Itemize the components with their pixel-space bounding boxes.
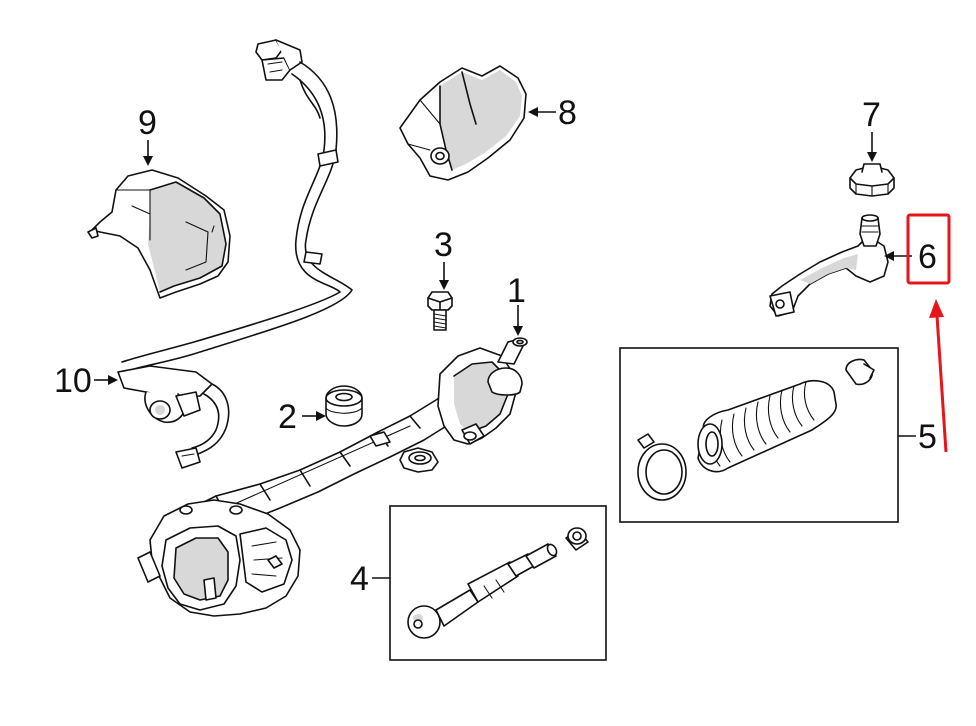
highlight-arrow-shaft xyxy=(935,315,948,453)
highlight-arrow-head xyxy=(929,299,944,318)
callout-4: 4 xyxy=(350,560,369,598)
part-7-nut xyxy=(849,163,895,197)
part-9-heat-shield xyxy=(87,169,231,299)
callout-9: 9 xyxy=(138,104,157,142)
part-8-shield-bracket xyxy=(399,65,527,181)
callout-7: 7 xyxy=(862,96,881,134)
part-2-bushing xyxy=(325,385,363,427)
callout-5: 5 xyxy=(918,418,937,456)
part-6-tie-rod-end xyxy=(769,214,889,317)
part-10-wiring-harness xyxy=(117,39,353,469)
callout-1: 1 xyxy=(507,272,526,310)
callout-2: 2 xyxy=(278,398,297,436)
part-4-box xyxy=(389,505,607,661)
part-5-boot-kit xyxy=(619,347,899,523)
part-4-inner-tie-rod xyxy=(389,505,607,661)
callout-3: 3 xyxy=(434,226,453,264)
callout-labels: 1 2 3 4 5 6 7 8 9 10 xyxy=(54,94,937,598)
part-1-steering-gear xyxy=(137,337,528,617)
highlight-box xyxy=(906,213,951,285)
part-3-bolt xyxy=(427,291,453,331)
callout-6: 6 xyxy=(918,238,937,276)
part-5-box xyxy=(619,347,899,523)
callout-8: 8 xyxy=(558,94,577,132)
callout-10: 10 xyxy=(54,362,92,400)
highlight-part-6 xyxy=(906,213,951,453)
